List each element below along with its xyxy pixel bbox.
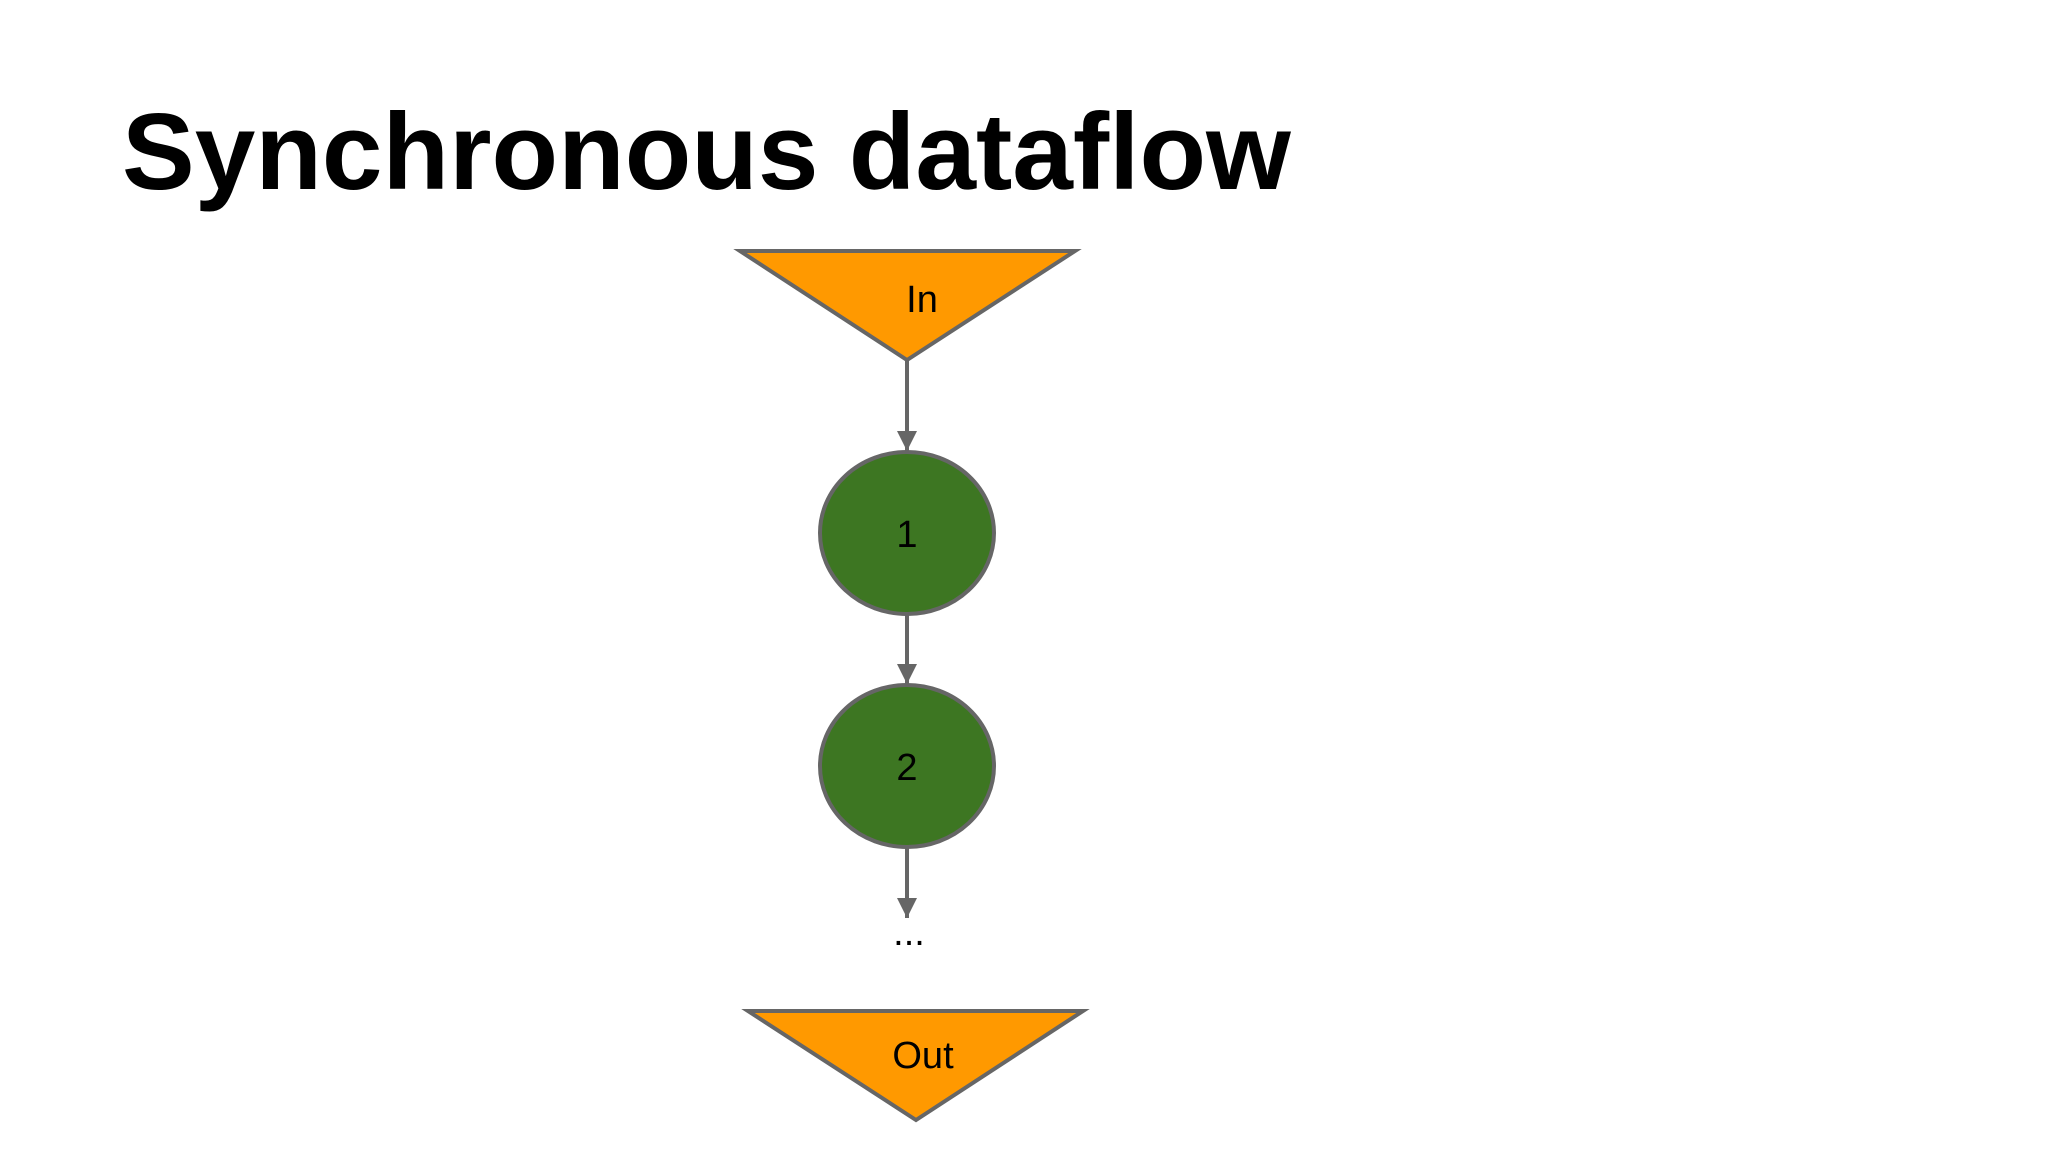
stage-2-label: 2 [896, 747, 917, 789]
output-node: Out [741, 1009, 1090, 1123]
stage-1-node: 1 [818, 450, 996, 616]
input-triangle [733, 249, 1082, 363]
stage-1-label: 1 [896, 514, 917, 556]
output-label: Out [892, 1035, 954, 1077]
output-triangle [741, 1009, 1090, 1123]
input-label: In [906, 279, 938, 321]
slide-title: Synchronous dataflow [122, 91, 1291, 213]
ellipsis-label: ... [893, 912, 925, 954]
input-node: In [733, 249, 1082, 363]
stage-2-node: 2 [818, 683, 996, 849]
